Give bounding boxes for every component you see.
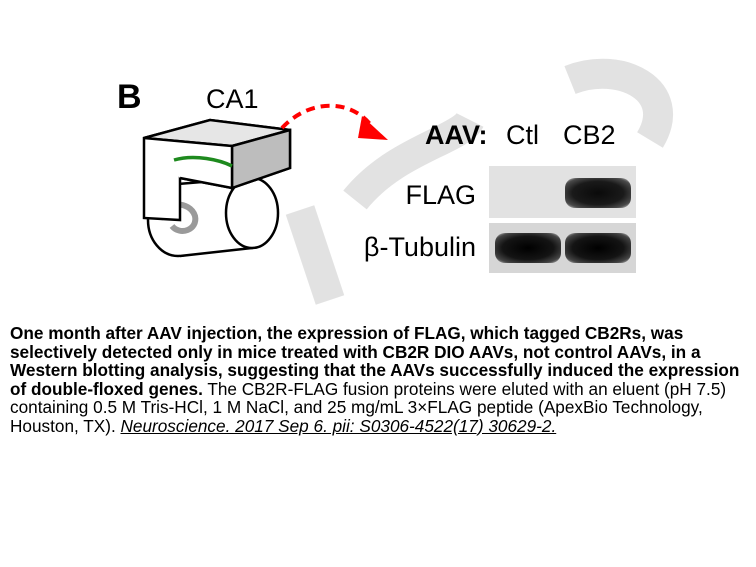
figure-caption: One month after AAV injection, the expre… [10, 324, 750, 435]
panel-letter: B [117, 78, 142, 116]
lane-label-ctl: Ctl [506, 120, 539, 150]
caption-bold: One month after AAV injection, the expre… [10, 323, 740, 399]
aav-header: AAV: [425, 120, 488, 150]
band-tubulin-ctl [495, 233, 561, 263]
hippocampus-diagram [142, 118, 292, 258]
watermark [285, 58, 673, 305]
figure-panel: B CA1 AAV: Ctl CB2 FLAG β-Tubulin [117, 58, 673, 305]
lane-label-cb2: CB2 [563, 120, 616, 150]
caption-citation-link[interactable]: Neuroscience. 2017 Sep 6. pii: S0306-452… [120, 415, 557, 436]
blot-tubulin [489, 223, 636, 273]
row-label-tubulin: β-Tubulin [363, 232, 476, 262]
arrow-icon [280, 103, 388, 140]
caption-body: The CB2R-FLAG fusion proteins were elute… [10, 378, 727, 436]
ca1-label: CA1 [206, 84, 259, 114]
blot-flag [489, 166, 636, 218]
band-tubulin-cb2 [565, 233, 631, 263]
band-flag-cb2 [565, 178, 631, 208]
row-label-flag: FLAG [405, 180, 476, 210]
